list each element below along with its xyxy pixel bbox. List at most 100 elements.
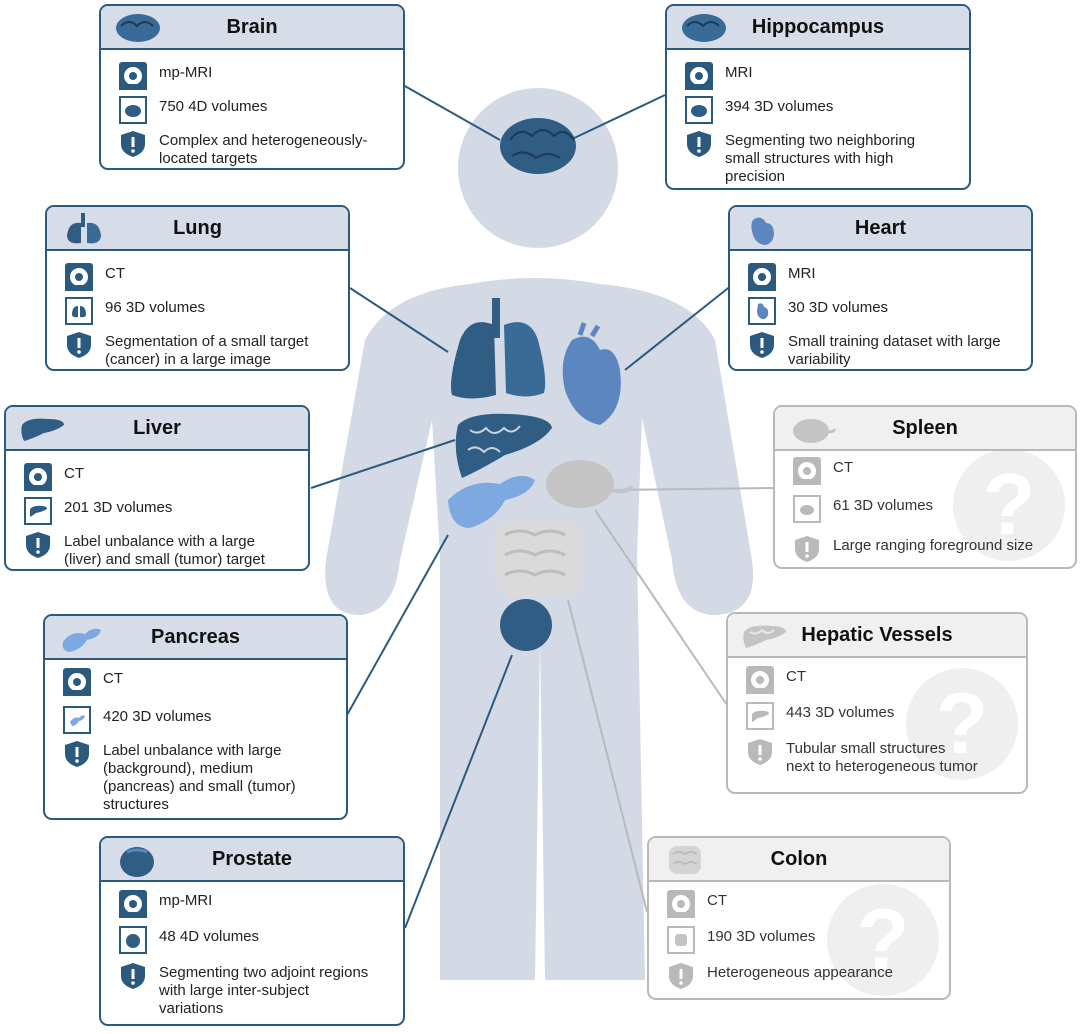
scanner-icon — [119, 62, 147, 90]
shield-exclamation-icon — [67, 332, 91, 358]
spleen-icon — [793, 419, 837, 443]
card-header: Brain — [101, 6, 403, 50]
card-title: Colon — [770, 848, 828, 870]
card-title: Spleen — [892, 417, 958, 439]
challenge-text: Label unbalance with a large(liver) and … — [64, 533, 265, 568]
shield-exclamation-icon — [750, 332, 774, 358]
card-header: Heart — [730, 207, 1031, 251]
modality-text: MRI — [725, 64, 753, 81]
challenge-text: Large ranging foreground size — [833, 537, 1034, 554]
pancreas-organ — [448, 475, 535, 528]
volumes-text: 443 3D volumes — [786, 704, 895, 721]
card-header: Prostate — [101, 838, 403, 882]
volumes-text: 96 3D volumes — [105, 299, 206, 316]
prostate-icon — [120, 847, 154, 877]
card-pancreas: Pancreas CT 420 3D volumes Label unbalan… — [43, 614, 348, 820]
connector-prostate — [404, 654, 513, 929]
modality-text: CT — [786, 668, 806, 685]
volumes-text: 420 3D volumes — [103, 708, 212, 725]
question-mark-icon: ? — [953, 449, 1065, 561]
brain-thumbnail-icon — [119, 96, 147, 124]
hepatic-vessels-icon — [743, 625, 786, 648]
shield-exclamation-icon — [748, 739, 772, 765]
liver-thumbnail-icon — [746, 702, 774, 730]
card-header: Liver — [6, 407, 308, 451]
colon-organ — [495, 520, 583, 596]
shield-exclamation-icon — [669, 963, 693, 989]
heart-icon — [751, 217, 774, 245]
heart-thumbnail-icon — [748, 297, 776, 325]
card-liver: Liver CT 201 3D volumes Label unbalance … — [4, 405, 310, 571]
lungs-organ — [451, 298, 546, 399]
card-title: Lung — [173, 217, 222, 239]
volumes-text: 61 3D volumes — [833, 497, 934, 514]
shield-exclamation-icon — [687, 131, 711, 157]
spleen-organ — [546, 460, 634, 508]
card-brain: Brain mp-MRI 750 4D volumes Complex and … — [99, 4, 405, 170]
card-header: Lung — [47, 207, 348, 251]
scanner-icon — [667, 890, 695, 918]
connector-hepatic — [594, 509, 728, 706]
scanner-icon — [746, 666, 774, 694]
modality-text: CT — [707, 892, 727, 909]
volumes-text: 30 3D volumes — [788, 299, 889, 316]
card-colon: ? Colon CT 190 3D volumes Heterogeneous … — [647, 836, 951, 1000]
card-header: Colon — [649, 838, 949, 882]
card-hippocampus: Hippocampus MRI 394 3D volumes Segmentin… — [665, 4, 971, 190]
liver-icon — [21, 418, 64, 441]
card-prostate: Prostate mp-MRI 48 4D volumes Segmenting… — [99, 836, 405, 1026]
modality-text: mp-MRI — [159, 892, 213, 909]
card-header: Hepatic Vessels — [728, 614, 1026, 658]
challenge-text: Label unbalance with large(background), … — [103, 742, 296, 813]
lung-thumbnail-icon — [65, 297, 93, 325]
volumes-text: 190 3D volumes — [707, 928, 816, 945]
scanner-icon — [65, 263, 93, 291]
question-mark-icon: ? — [827, 884, 939, 996]
brain-icon — [116, 14, 160, 42]
lung-icon — [67, 213, 101, 244]
brain-thumbnail-icon — [685, 96, 713, 124]
modality-text: MRI — [788, 265, 816, 282]
shield-exclamation-icon — [121, 963, 145, 989]
card-title: Liver — [133, 417, 181, 439]
hippocampus-icon — [682, 14, 726, 42]
shield-exclamation-icon — [65, 741, 89, 767]
pancreas-thumbnail-icon — [63, 706, 91, 734]
card-title: Brain — [226, 16, 278, 38]
connector-heart — [624, 284, 733, 371]
volumes-text: 48 4D volumes — [159, 928, 260, 945]
pancreas-icon — [62, 628, 101, 652]
connector-brain — [402, 84, 501, 141]
colon-icon — [669, 846, 701, 874]
card-heart: Heart MRI 30 3D volumes Small training d… — [728, 205, 1033, 371]
card-header: Hippocampus — [667, 6, 969, 50]
connector-lung — [349, 287, 449, 353]
scanner-icon — [119, 890, 147, 918]
card-header: Spleen — [775, 407, 1075, 451]
modality-text: mp-MRI — [159, 64, 213, 81]
card-spleen: ? Spleen CT 61 3D volumes Large ranging … — [773, 405, 1077, 569]
shield-exclamation-icon — [26, 532, 50, 558]
scanner-icon — [793, 457, 821, 485]
shield-exclamation-icon — [795, 536, 819, 562]
heart-organ — [562, 322, 621, 425]
card-header: Pancreas — [45, 616, 346, 660]
modality-text: CT — [103, 670, 123, 687]
liver-thumbnail-icon — [24, 497, 52, 525]
connector-liver — [310, 439, 456, 489]
scanner-icon — [63, 668, 91, 696]
connector-pancreas — [346, 534, 449, 716]
connector-colon — [567, 599, 648, 913]
volumes-text: 394 3D volumes — [725, 98, 834, 115]
volumes-text: 750 4D volumes — [159, 98, 268, 115]
scanner-icon — [685, 62, 713, 90]
card-lung: Lung CT 96 3D volumes Segmentation of a … — [45, 205, 350, 371]
card-title: Hippocampus — [751, 16, 885, 38]
shield-exclamation-icon — [121, 131, 145, 157]
colon-thumbnail-icon — [667, 926, 695, 954]
